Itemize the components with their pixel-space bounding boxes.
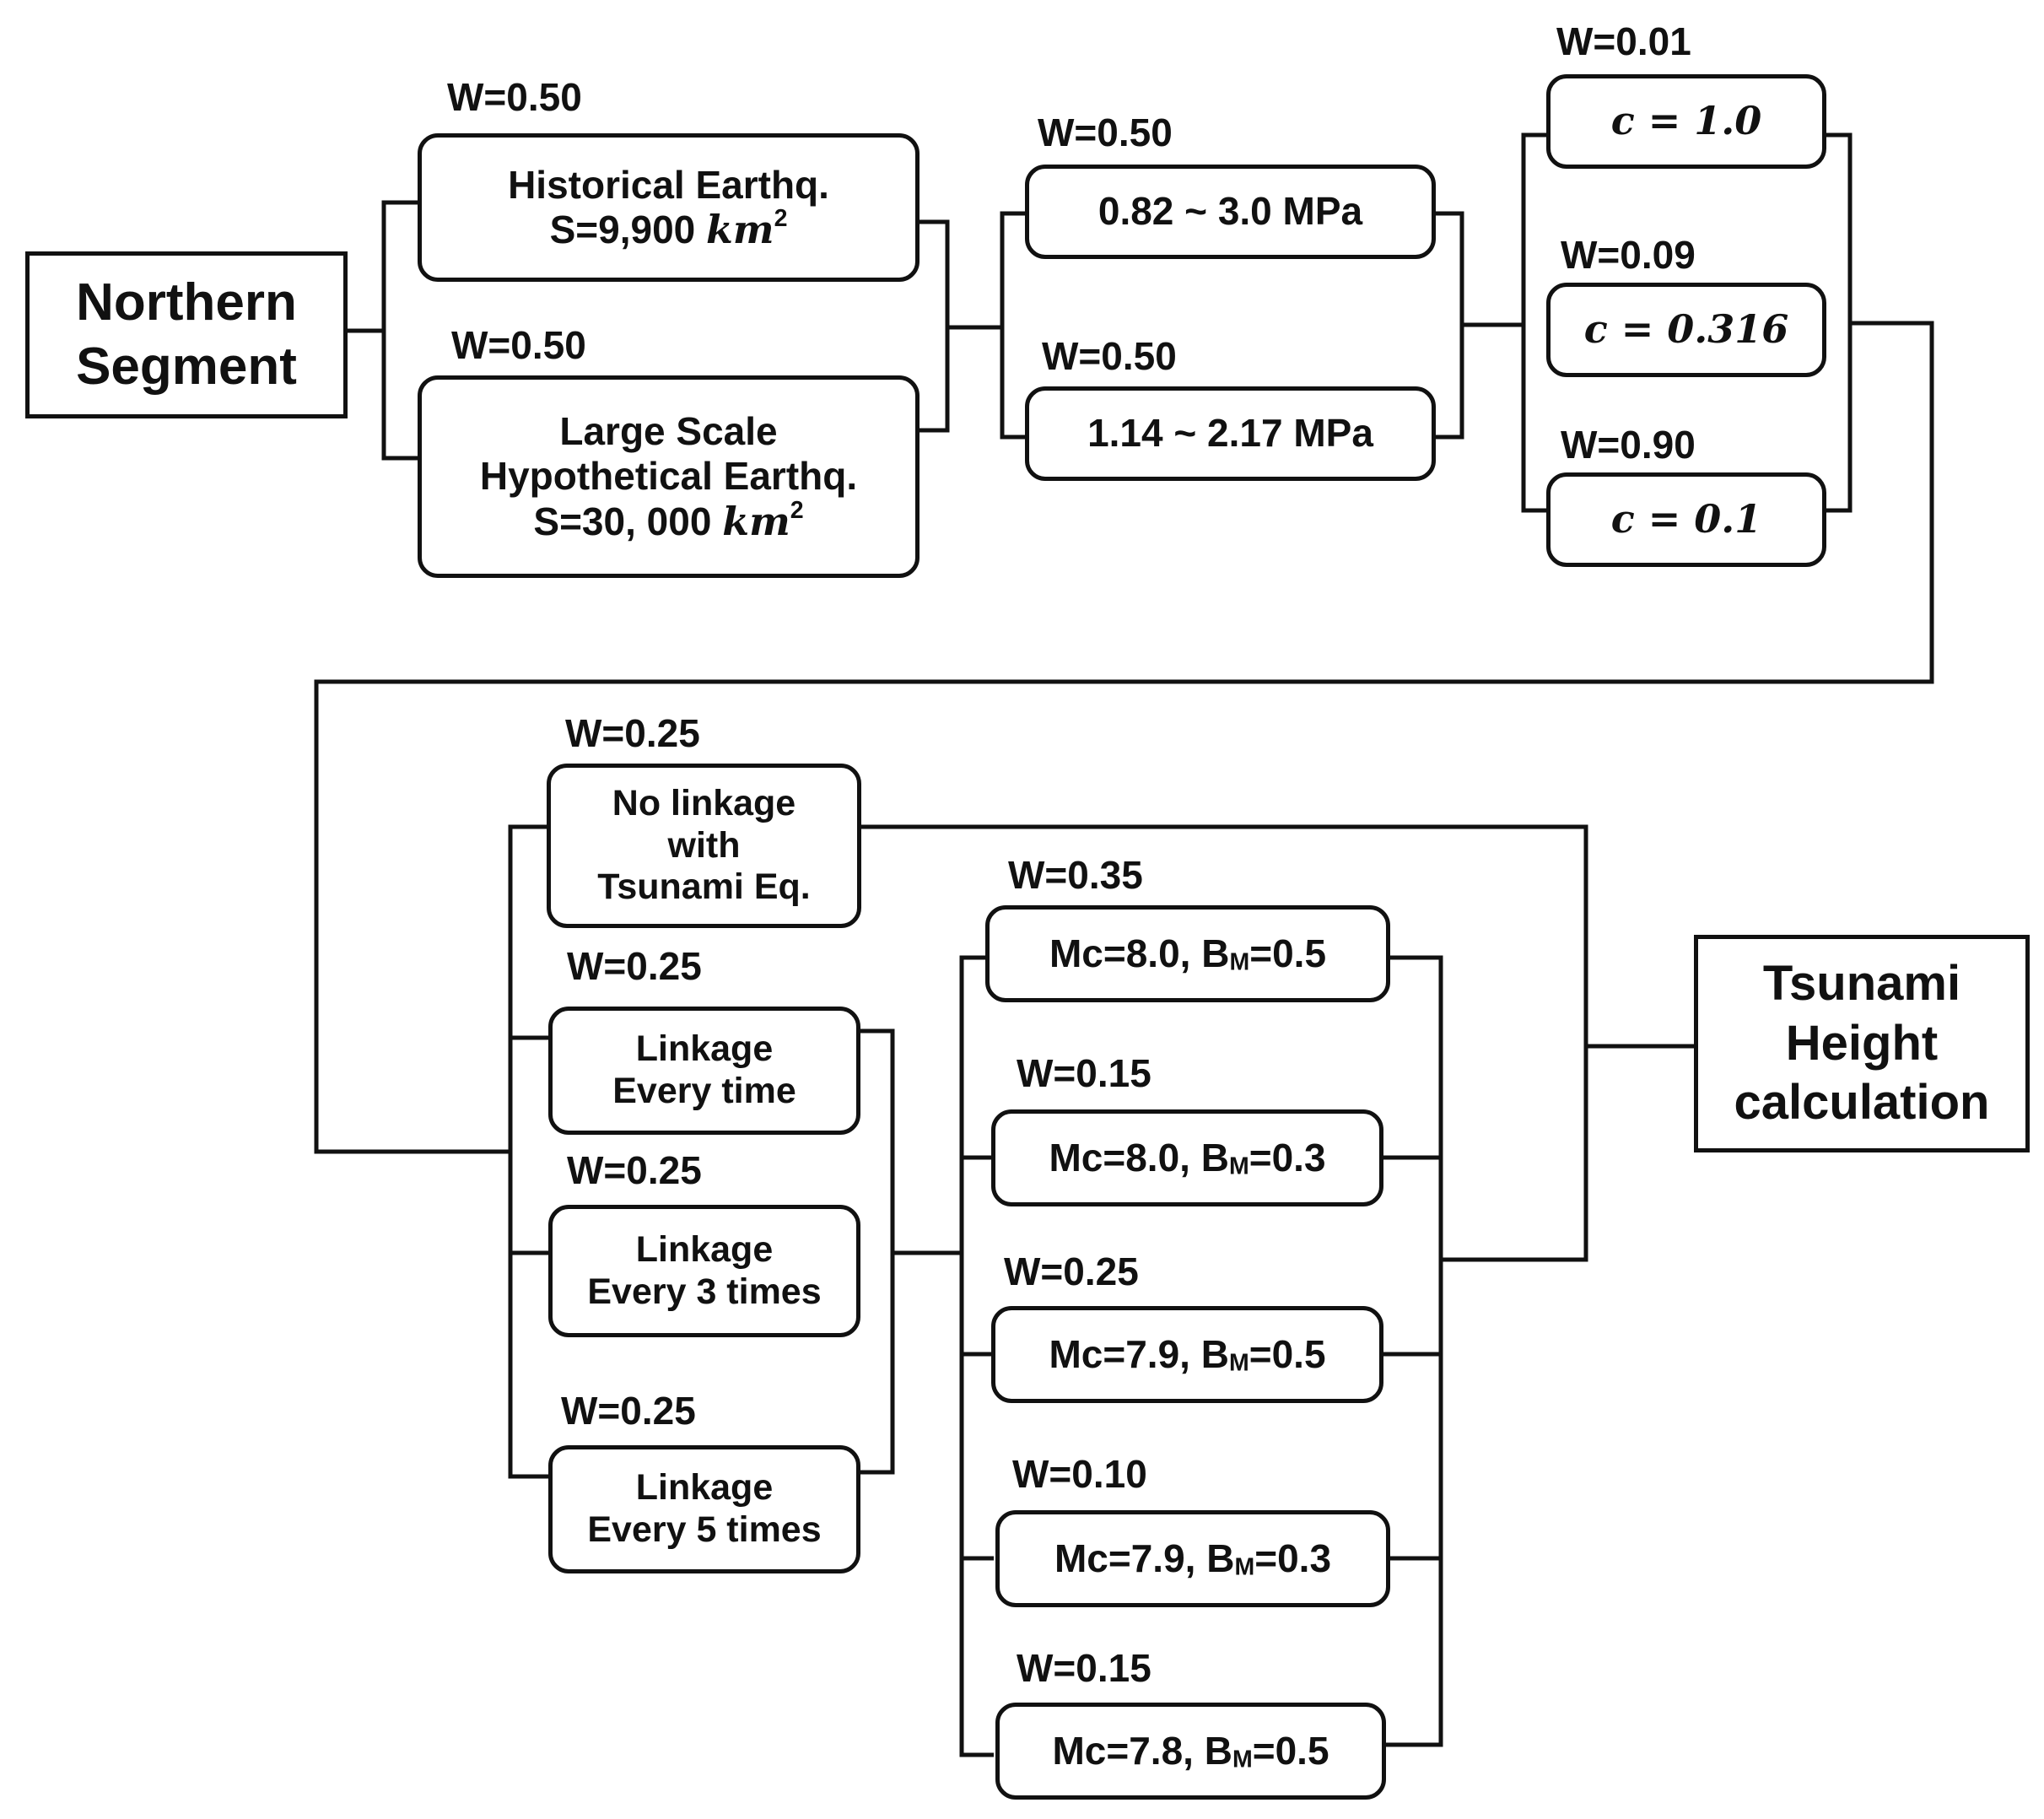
branch-magnitude-2: Mc=8.0, BM=0.3 [991,1109,1383,1206]
weight-label: W=0.50 [451,323,586,367]
branch-magnitude-5: Mc=7.8, BM=0.5 [995,1703,1386,1800]
bracket-c-left [1521,132,1551,513]
branch-line-1: Historical Earthq. [508,162,829,207]
branch-line-1: Linkage [635,1467,774,1509]
weight-label: W=0.10 [1012,1452,1147,1496]
weight-label: W=0.25 [565,711,700,755]
stress-drop-range: 0.82 ~ 3.0 MPa [1098,189,1363,234]
branch-linkage-every-time: Linkage Every time [548,1007,860,1135]
area-exponent: 2 [774,205,788,233]
bracket-area-right [918,219,950,433]
area-value: S=30, 000 [533,499,723,543]
stress-drop-range: 1.14 ~ 2.17 MPa [1087,411,1373,456]
branch-stress-drop-2: 1.14 ~ 2.17 MPa [1025,386,1436,481]
branch-line-2: S=9,900 km2 [549,205,788,252]
magnitude-params: Mc=7.9, BM=0.5 [1049,1332,1325,1378]
c-value: c = 0.1 [1610,496,1762,542]
connector-c-to-linkage [314,321,1934,1154]
weight-label: W=0.09 [1561,233,1696,277]
branch-line-2: Every time [612,1071,796,1111]
bracket-c-right [1824,132,1853,513]
weight-label: W=0.50 [1038,111,1173,154]
branch-no-linkage: No linkage with Tsunami Eq. [547,764,861,928]
branch-c-2: c = 0.316 [1546,283,1826,377]
bracket-linkage-left [508,824,550,1479]
magnitude-params: Mc=8.0, BM=0.5 [1049,931,1326,977]
mc-value: Mc=8.0, B [1049,1135,1229,1179]
end-line-3: calculation [1734,1075,1990,1131]
weight-label: W=0.25 [561,1389,696,1433]
end-line-2: Height [1785,1015,1939,1071]
c-value: c = 1.0 [1610,98,1762,144]
mc-value: Mc=8.0, B [1049,931,1230,975]
area-unit: km [722,498,790,544]
mc-value: Mc=7.9, B [1054,1536,1235,1580]
weight-label: W=0.35 [1008,853,1143,897]
branch-historical-earthquake: Historical Earthq. S=9,900 km2 [418,133,920,282]
weight-label: W=0.50 [1042,334,1177,378]
bracket-magnitude-right [1383,955,1443,1747]
area-value: S=9,900 [549,208,707,251]
magnitude-params: Mc=7.9, BM=0.3 [1054,1536,1331,1582]
bm-value: =0.5 [1249,1331,1326,1376]
weight-label: W=0.90 [1561,423,1696,467]
bm-value: =0.3 [1249,1135,1326,1179]
branch-magnitude-1: Mc=8.0, BM=0.5 [985,905,1390,1002]
bm-value: =0.5 [1249,931,1327,975]
branch-line-2: with [667,824,741,866]
end-node-tsunami-height: Tsunami Height calculation [1694,935,2030,1152]
magnitude-params: Mc=8.0, BM=0.3 [1049,1136,1325,1181]
branch-magnitude-4: Mc=7.9, BM=0.3 [995,1510,1390,1607]
branch-line-2: Every 3 times [587,1271,822,1312]
bm-subscript: M [1232,1746,1253,1773]
magnitude-params: Mc=7.8, BM=0.5 [1052,1729,1329,1774]
start-node-northern-segment: Northern Segment [25,251,348,418]
branch-line-1: Linkage [635,1228,774,1270]
branch-line-2: Hypothetical Earthq. [479,454,858,499]
connector-no-linkage-to-end [859,824,1588,1046]
weight-label: W=0.25 [567,944,702,988]
weight-label: W=0.25 [1004,1250,1139,1293]
mc-value: Mc=7.9, B [1049,1331,1229,1376]
branch-magnitude-3: Mc=7.9, BM=0.5 [991,1306,1383,1403]
branch-hypothetical-earthquake: Large Scale Hypothetical Earthq. S=30, 0… [418,375,920,578]
bracket-area-left [381,200,420,461]
start-line-2: Segment [76,337,297,396]
bracket-linkage-right [859,1028,895,1475]
end-line-1: Tsunami [1762,955,1961,1011]
bracket-stress-right [1434,211,1464,440]
branch-linkage-every-5-times: Linkage Every 5 times [548,1445,860,1573]
weight-label: W=0.50 [447,75,582,119]
bm-value: =0.3 [1254,1536,1332,1580]
branch-stress-drop-1: 0.82 ~ 3.0 MPa [1025,165,1436,259]
bm-subscript: M [1229,948,1250,976]
branch-c-3: c = 0.1 [1546,472,1826,567]
branch-line-1: Large Scale [559,408,778,453]
start-line-1: Northern [76,273,297,332]
bm-subscript: M [1234,1553,1255,1581]
c-value: c = 0.316 [1583,306,1789,353]
branch-linkage-every-3-times: Linkage Every 3 times [548,1205,860,1337]
bm-subscript: M [1228,1152,1249,1180]
weight-label: W=0.15 [1017,1646,1151,1690]
branch-line-2: Every 5 times [587,1509,822,1550]
branch-line-1: No linkage [612,782,796,823]
weight-label: W=0.01 [1556,19,1691,63]
branch-line-3: S=30, 000 km2 [533,496,804,544]
bm-subscript: M [1228,1349,1249,1377]
mc-value: Mc=7.8, B [1052,1728,1232,1773]
branch-c-1: c = 1.0 [1546,74,1826,169]
branch-line-1: Linkage [635,1028,774,1070]
area-exponent: 2 [790,496,804,524]
branch-line-3: Tsunami Eq. [597,866,811,908]
connector-magnitude-to-end [1441,1044,1696,1262]
weight-label: W=0.25 [567,1148,702,1192]
bracket-stress-left [1000,211,1027,440]
area-unit: km [706,207,774,252]
weight-label: W=0.15 [1017,1051,1151,1095]
bm-value: =0.5 [1252,1728,1329,1773]
